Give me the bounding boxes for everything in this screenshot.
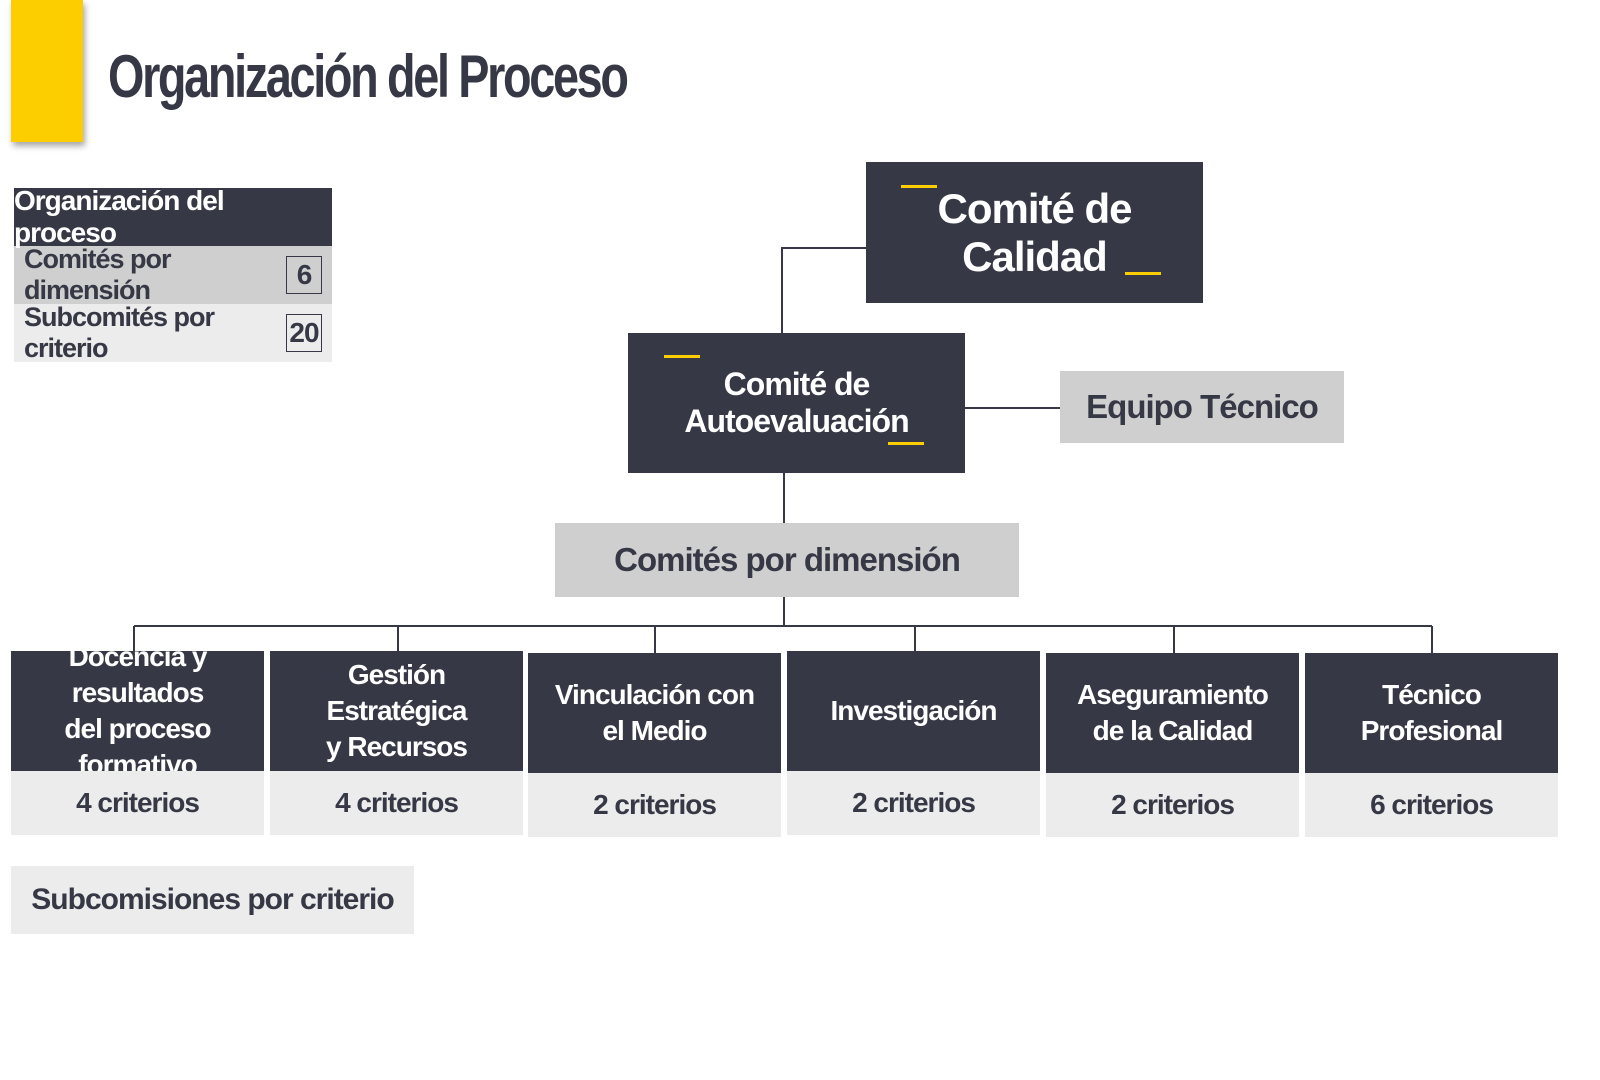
- dimension-name-line2: de la Calidad: [1092, 715, 1254, 746]
- accent-tab: [11, 0, 83, 142]
- dimension-box-4: Investigación: [787, 651, 1040, 771]
- dimension-criteria-1: 4 criterios: [11, 771, 264, 835]
- box-subcommissions: Subcomisiones por criterio: [11, 866, 414, 934]
- dimension-box-3: Vinculación con el Medio: [528, 653, 781, 773]
- dimension-criteria-4: 2 criterios: [787, 771, 1040, 835]
- summary-row-subcommittees: Subcomités por criterio 20: [14, 302, 332, 363]
- connector-top-middle: [781, 247, 866, 333]
- box-self-evaluation-committee: Comité de Autoevaluación: [628, 333, 965, 473]
- summary-row-committees: Comités por dimensión 6: [14, 244, 332, 305]
- summary-header: Organización del proceso: [14, 185, 332, 248]
- page-title: Organización del Proceso: [108, 43, 629, 110]
- dimension-box-6: Técnico Profesional: [1305, 653, 1558, 773]
- dimension-name-line1: Investigación: [830, 695, 998, 726]
- summary-row-count: 6: [286, 256, 322, 294]
- accent-mark: [664, 355, 700, 358]
- summary-row-count: 20: [286, 314, 322, 352]
- dimension-criteria-2: 4 criterios: [270, 771, 523, 835]
- dimension-box-2: Gestión Estratégica y Recursos: [270, 651, 523, 771]
- dimension-box-5: Aseguramiento de la Calidad: [1046, 653, 1299, 773]
- box-subcommissions-label: Subcomisiones por criterio: [31, 883, 394, 916]
- box-dimension-committees-label: Comités por dimensión: [614, 541, 961, 578]
- dimension-criteria-6: 6 criterios: [1305, 773, 1558, 837]
- box-technical-team-label: Equipo Técnico: [1086, 388, 1319, 425]
- box-technical-team: Equipo Técnico: [1060, 371, 1344, 443]
- accent-mark: [1125, 272, 1161, 275]
- dimension-name-line2: y Recursos: [326, 731, 468, 762]
- summary-row-label: Subcomités por criterio: [24, 302, 215, 363]
- dimension-name-line1: Técnico Profesional: [1360, 679, 1503, 746]
- dimension-name-line1: Gestión Estratégica: [326, 659, 468, 726]
- summary-row-label: Comités por dimensión: [24, 244, 172, 305]
- summary-table: Organización del proceso Comités por dim…: [14, 185, 332, 363]
- box-self-evaluation-label: Comité de Autoevaluación: [684, 366, 909, 439]
- dimension-name-line2: el Medio: [602, 715, 707, 746]
- box-dimension-committees: Comités por dimensión: [555, 523, 1019, 597]
- dimension-name-line1: Docencia y resultados: [68, 641, 208, 708]
- accent-mark: [888, 442, 924, 445]
- dimension-criteria-3: 2 criterios: [528, 773, 781, 837]
- box-quality-committee-label: Comité de Calidad: [937, 184, 1132, 280]
- accent-mark: [901, 185, 937, 188]
- dimension-name-line1: Aseguramiento: [1077, 679, 1269, 710]
- dimension-name-line1: Vinculación con: [554, 679, 755, 710]
- box-quality-committee: Comité de Calidad: [866, 162, 1203, 303]
- dimension-criteria-5: 2 criterios: [1046, 773, 1299, 837]
